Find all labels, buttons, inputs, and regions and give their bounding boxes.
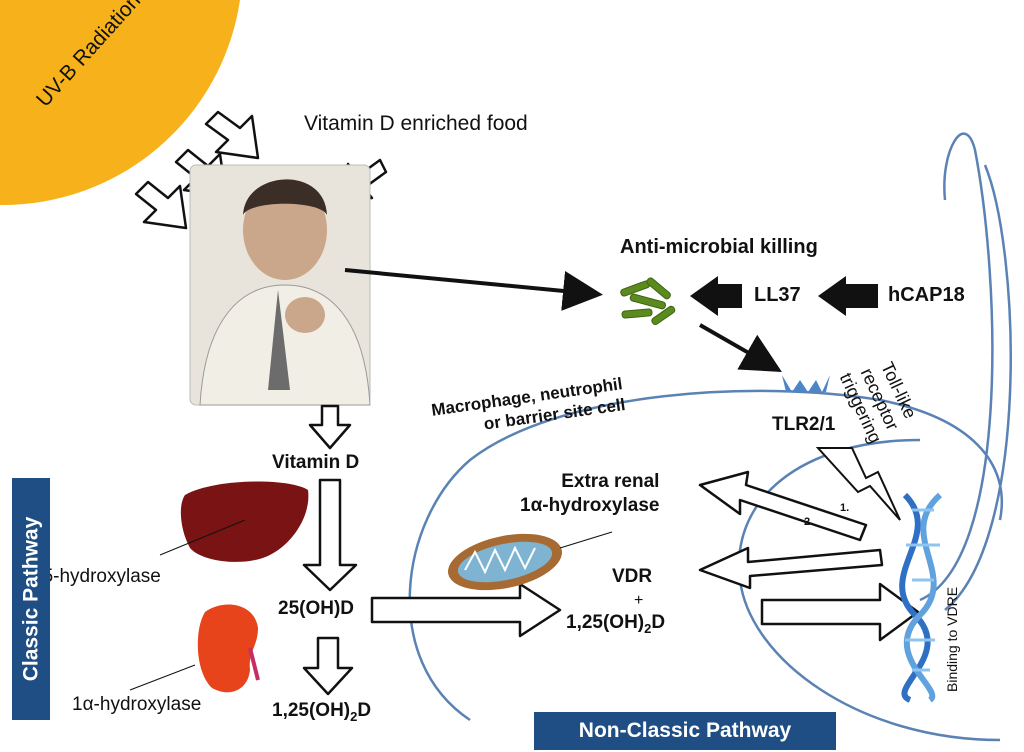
tlr-label: TLR2/1 (772, 414, 836, 435)
nonclassic-pathway-label: Non-Classic Pathway (578, 719, 792, 742)
step1-label: 1. (840, 502, 850, 514)
food-label: Vitamin D enriched food (304, 112, 528, 135)
calcitriol-sub: 2 (350, 708, 358, 724)
calcitriol-suffix: D (357, 700, 372, 721)
classic-down-arrows (302, 404, 920, 696)
hcap18-label: hCAP18 (888, 284, 965, 306)
antimicrobial-label: Anti-microbial killing (620, 236, 818, 258)
ohd25-label: 25(OH)D (278, 598, 355, 619)
vdr-calcitriol-suffix: D (651, 612, 666, 633)
person-coughing-image (189, 164, 371, 406)
receptor-icon (782, 375, 830, 392)
hydroxylase1a-label: 1α-hydroxylase (72, 694, 202, 715)
mitochondrion-icon (448, 533, 562, 591)
ll37-block-arrow (690, 276, 742, 316)
vdr-calcitriol-label: 1,25(OH)2D (566, 612, 665, 636)
liver-icon (180, 481, 309, 562)
extra-renal-label: Extra renal 1α-hydroxylase (520, 471, 660, 516)
step2-label: 2. (804, 516, 814, 528)
calcitriol-prefix: 1,25(OH) (272, 700, 351, 721)
bacteria-icon (620, 277, 676, 326)
hydroxylase25-label: 25-hydroxylase (32, 566, 161, 587)
sun-icon (0, 0, 240, 206)
ll37-label: LL37 (754, 284, 801, 306)
black-arrows (344, 268, 782, 372)
binding-vdre-label: Binding to VDRE (944, 586, 960, 692)
calcitriol-label: 1,25(OH)2D (272, 700, 371, 724)
kidney-icon (197, 604, 258, 693)
cell-outline (408, 132, 1012, 742)
vdr-calcitriol-prefix: 1,25(OH) (566, 612, 645, 633)
vdr-calcitriol-sub: 2 (644, 620, 652, 636)
dna-helix-icon (899, 492, 943, 703)
lightning-bolt-icon (815, 447, 901, 521)
classic-pathway-label: Classic Pathway (19, 516, 42, 682)
vitamin-d-label: Vitamin D (272, 452, 360, 473)
classic-pathway-band: Classic Pathway (12, 478, 50, 720)
vdr-label: VDR (612, 566, 653, 587)
nonclassic-pathway-band: Non-Classic Pathway (534, 712, 836, 750)
hcap18-block-arrow (818, 276, 878, 316)
plus-label: + (634, 592, 644, 609)
